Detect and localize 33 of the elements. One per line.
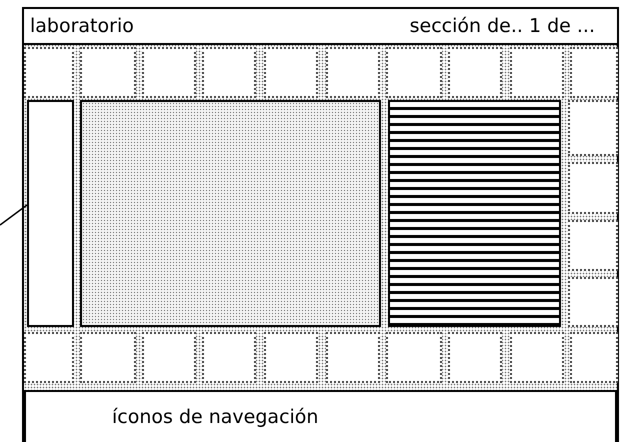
tile (568, 162, 618, 214)
tile (570, 47, 618, 98)
tile (448, 332, 502, 383)
tile (142, 47, 196, 98)
tile (24, 332, 74, 383)
navigation-label: íconos de navegación (112, 406, 318, 428)
tile (386, 47, 442, 98)
tile (326, 332, 380, 383)
tile (568, 277, 618, 327)
header-bar (22, 7, 619, 45)
side-panel (27, 100, 74, 327)
tile (448, 47, 502, 98)
tile (510, 332, 564, 383)
tile (568, 220, 618, 271)
tile (264, 47, 318, 98)
tile (326, 47, 380, 98)
tile (202, 47, 256, 98)
tile (80, 332, 136, 383)
leader-line (0, 204, 28, 226)
tile (202, 332, 256, 383)
tile (568, 100, 618, 156)
content-area (80, 100, 381, 327)
tile (80, 47, 136, 98)
tile (570, 332, 618, 383)
tile (510, 47, 564, 98)
striped-panel (388, 100, 561, 327)
tile (264, 332, 318, 383)
tile (142, 332, 196, 383)
footer-bar (24, 390, 617, 442)
tile (386, 332, 442, 383)
tile (24, 47, 74, 98)
page-title: laboratorio (30, 15, 134, 37)
section-label: sección de.. 1 de ... (410, 15, 595, 37)
